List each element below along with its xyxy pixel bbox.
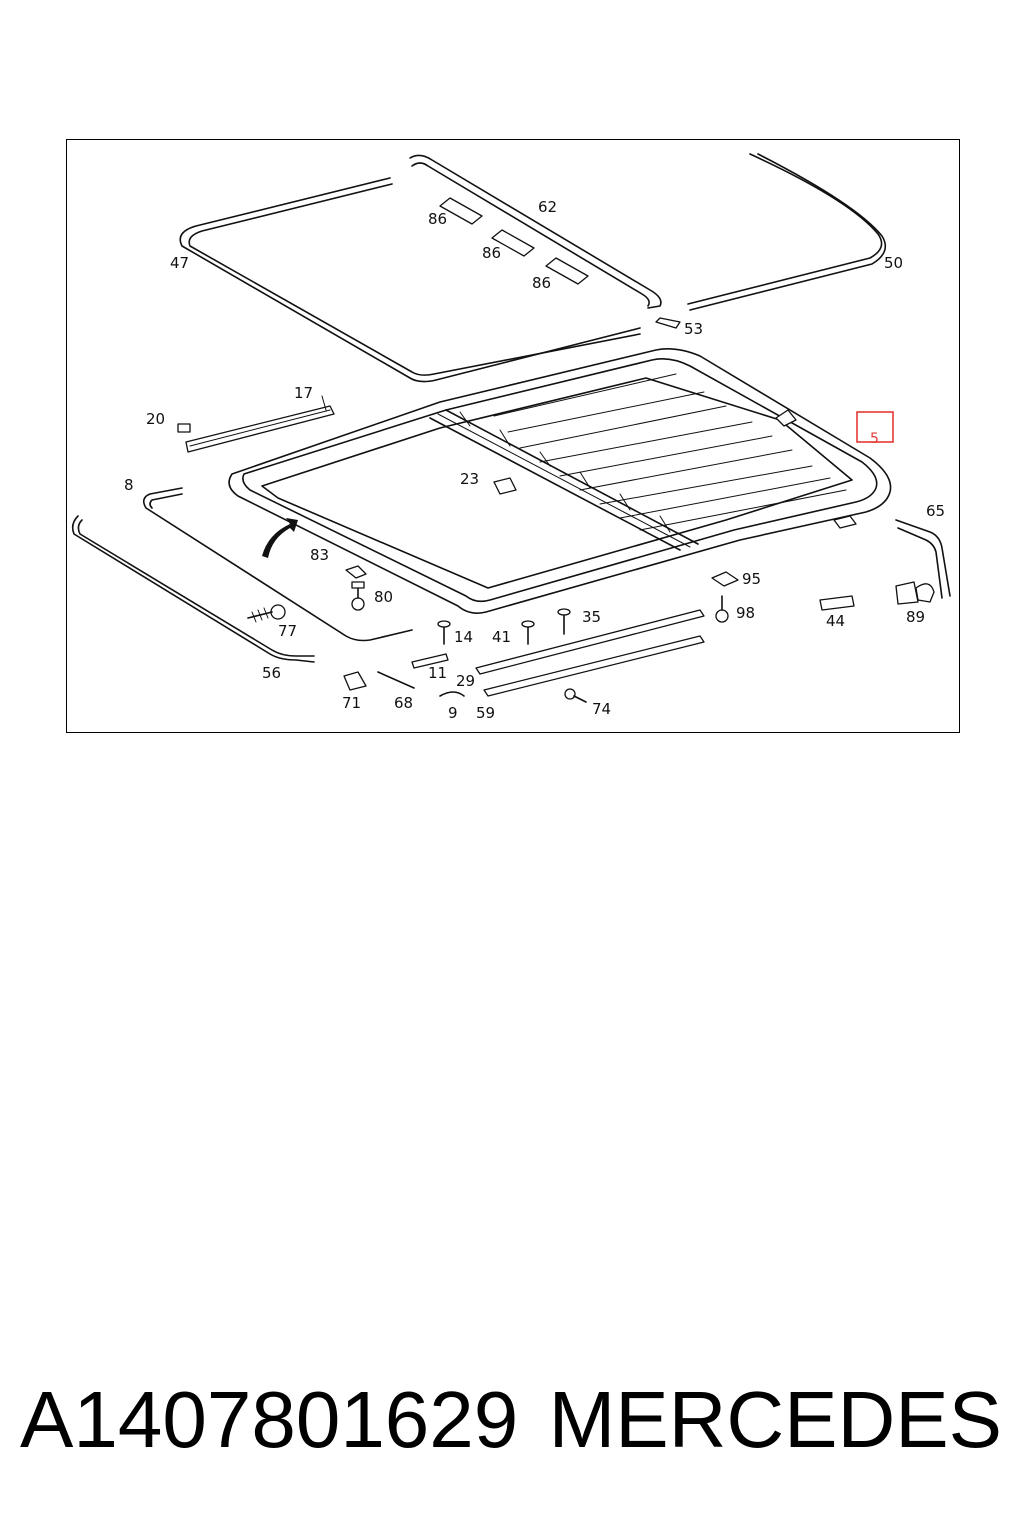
sunroof-parts-diagram: 62 86 86 86 47 50 53 17 20 23 65 8 83 80…	[71, 153, 951, 722]
sunroof-frame	[228, 348, 892, 614]
slider-parts-86	[439, 197, 589, 285]
callout-56: 56	[262, 664, 281, 682]
callout-44: 44	[826, 612, 845, 630]
bolt-part-80	[351, 581, 365, 611]
screw-part-77	[247, 604, 286, 623]
guide-rail-part-62	[409, 154, 662, 309]
strip-part-17	[185, 395, 335, 453]
clip-part-23	[493, 477, 517, 495]
callout-77: 77	[278, 622, 297, 640]
part-number: A1407801629	[20, 1375, 519, 1464]
seal-part-8	[142, 487, 413, 642]
callout-47: 47	[170, 254, 189, 272]
strip-part-68	[377, 671, 415, 689]
clip-part-9	[439, 691, 465, 697]
callout-59: 59	[476, 704, 495, 722]
callout-95: 95	[742, 570, 761, 588]
callout-65: 65	[926, 502, 945, 520]
callout-23: 23	[460, 470, 479, 488]
screw-part-14	[437, 620, 451, 645]
clip-part-74	[564, 688, 587, 703]
bolt-part-98	[715, 595, 729, 623]
callout-89: 89	[906, 608, 925, 626]
callout-74: 74	[592, 700, 611, 718]
strip-part-53	[655, 317, 681, 329]
callout-53: 53	[684, 320, 703, 338]
bracket-part-44	[819, 595, 855, 611]
caption: A1407801629 MERCEDES	[0, 1370, 1024, 1470]
clip-part-83	[345, 565, 367, 579]
bracket-part-89	[895, 581, 935, 605]
seal-part-56	[71, 515, 315, 663]
callout-41: 41	[492, 628, 511, 646]
callout-71: 71	[342, 694, 361, 712]
callout-20: 20	[146, 410, 165, 428]
callout-98: 98	[736, 604, 755, 622]
direction-arrow	[262, 518, 298, 558]
callout-11: 11	[428, 664, 447, 682]
clip-part-20	[177, 423, 191, 433]
strip-part-59	[483, 635, 705, 697]
clip-part-71	[343, 671, 367, 691]
screw-part-41	[521, 620, 535, 645]
callout-35: 35	[582, 608, 601, 626]
callout-68: 68	[394, 694, 413, 712]
callout-50: 50	[884, 254, 903, 272]
brand-name: MERCEDES	[548, 1375, 1002, 1464]
hose-part-65	[895, 519, 951, 599]
callout-62: 62	[538, 198, 557, 216]
callout-86: 86	[428, 210, 447, 228]
callout-83: 83	[310, 546, 329, 564]
callout-8: 8	[124, 476, 134, 494]
callout-86: 86	[532, 274, 551, 292]
clip-part-11	[411, 653, 449, 669]
callout-9: 9	[448, 704, 458, 722]
highlight-box-part-5	[856, 411, 894, 443]
clip-part-95	[711, 571, 739, 587]
screw-part-35	[557, 608, 571, 635]
strip-part-29	[475, 609, 705, 675]
highlight-label-part-5: 5	[870, 431, 879, 447]
callout-14: 14	[454, 628, 473, 646]
callout-17: 17	[294, 384, 313, 402]
callout-80: 80	[374, 588, 393, 606]
seal-frame-part-47	[179, 177, 641, 383]
callout-29: 29	[456, 672, 475, 690]
seal-part-50	[687, 153, 887, 311]
callout-86: 86	[482, 244, 501, 262]
